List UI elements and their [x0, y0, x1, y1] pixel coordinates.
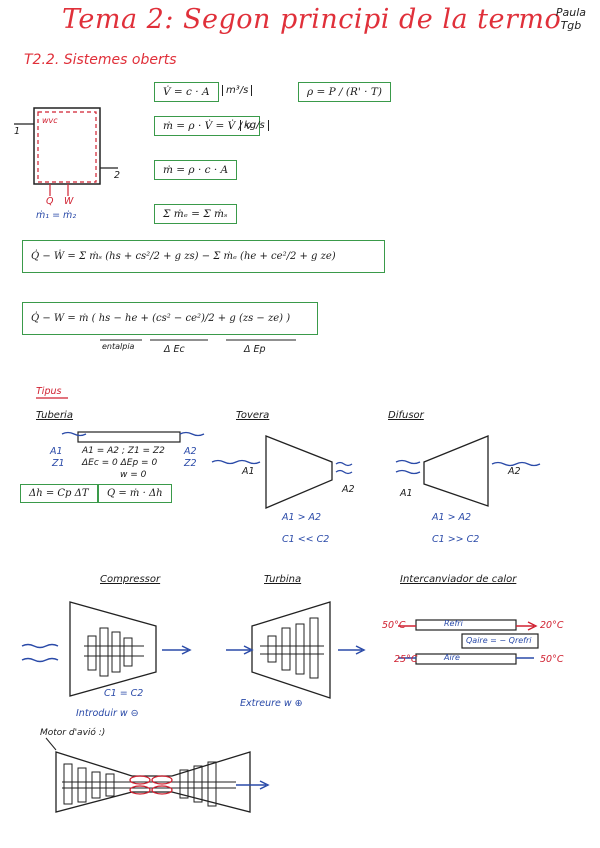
page-title: Tema 2: Segon principi de la termo — [62, 4, 562, 35]
work-label: W — [64, 196, 74, 207]
turbina-heading: Turbina — [264, 574, 302, 585]
tipus-heading: Tipus — [36, 386, 62, 397]
pipe-shape — [77, 431, 181, 443]
compressor-work: Introduir w ⊖ — [76, 708, 139, 719]
tuberia-cond3: w = 0 — [120, 470, 147, 480]
mass-balance-eq: Σ ṁₑ = Σ ṁₛ — [154, 204, 237, 224]
tuberia-z2: Z2 — [184, 458, 197, 469]
section-subtitle: T2.2. Sistemes oberts — [24, 52, 177, 68]
turbina-work: Extreure w ⊕ — [240, 698, 303, 709]
author-code: Tgb — [560, 19, 582, 32]
motor-label: Motor d'avió :) — [40, 728, 106, 738]
tuberia-cond1: A1 = A2 ; Z1 = Z2 — [82, 446, 165, 456]
control-volume — [37, 111, 97, 183]
hx-aire-label: Aire — [444, 653, 460, 662]
vol-flow-eq: V̇ = c · A — [154, 82, 219, 102]
hx-heat-relation: Qaire = − Qrefri — [466, 636, 532, 645]
vol-flow-unit: m³/s — [222, 85, 253, 96]
author-name: Paula — [555, 6, 586, 19]
inlet-label: 1 — [14, 126, 21, 137]
difusor-area-rel: A1 > A2 — [432, 512, 472, 523]
mass-flow-unit: kg/s — [240, 120, 269, 131]
tovera-a1: A1 — [242, 466, 255, 477]
tovera-a2: A2 — [342, 484, 355, 495]
intercanviador-heading: Intercanviador de calor — [400, 574, 517, 585]
diffuser-shape — [423, 435, 489, 507]
nozzle-shape — [265, 435, 333, 509]
tuberia-a2: A2 — [184, 446, 197, 457]
heat-exchanger-top-pipe — [415, 619, 517, 631]
compressor-shape — [69, 601, 157, 697]
system-box — [33, 107, 101, 185]
mass-equality: ṁ₁ = ṁ₂ — [36, 210, 77, 221]
energy-balance-eq: Q̇ − Ẇ = Σ ṁₛ (hs + cs²/2 + g zs) − Σ ṁₑ… — [22, 240, 385, 273]
hx-refri-label: Refri — [444, 619, 463, 628]
energy-balance-simplified-eq: Q̇ − W = ṁ ( hs − he + (cs² − ce²)/2 + g… — [22, 302, 318, 335]
tuberia-cond2: ΔEc = 0 ΔEp = 0 — [82, 458, 158, 468]
mass-flow-eq: ṁ = ρ · V̇ = V̇ / v — [154, 116, 261, 136]
outlet-label: 2 — [114, 170, 121, 181]
tovera-heading: Tovera — [236, 410, 270, 421]
heat-label: Q — [46, 196, 54, 207]
heat-exchanger-bottom-pipe — [415, 653, 517, 665]
entalpia-label: entalpia — [102, 342, 135, 351]
tovera-speed-rel: C1 << C2 — [282, 534, 330, 545]
compressor-speed: C1 = C2 — [104, 688, 144, 699]
turbine-shape — [251, 601, 331, 699]
delta-ep-label: Δ Ep — [244, 344, 266, 355]
difusor-a1: A1 — [400, 488, 413, 499]
delta-ec-label: Δ Ec — [164, 344, 185, 355]
hx-temp-out-hot: 20°C — [540, 620, 564, 631]
difusor-heading: Difusor — [388, 410, 424, 421]
difusor-speed-rel: C1 >> C2 — [432, 534, 480, 545]
tuberia-heading: Tuberia — [36, 410, 73, 421]
hx-temp-in-hot: 50°C — [382, 620, 406, 631]
mass-flow-eq2: ṁ = ρ · c · A — [154, 160, 238, 180]
hx-temp-out-cold: 50°C — [540, 654, 564, 665]
tuberia-dh-eq: Δh = Cp ΔT — [20, 484, 98, 503]
difusor-a2: A2 — [508, 466, 521, 477]
compressor-heading: Compressor — [100, 574, 161, 585]
hx-temp-in-cold: 25°C — [394, 654, 418, 665]
density-eq: ρ = P / (R' · T) — [298, 82, 391, 102]
tuberia-q-eq: Q = ṁ · Δh — [98, 484, 172, 503]
author-tag: Paula Tgb — [556, 6, 586, 32]
tovera-area-rel: A1 > A2 — [282, 512, 322, 523]
wvc-label: wvc — [42, 116, 58, 125]
tuberia-z1: Z1 — [52, 458, 65, 469]
tuberia-a1: A1 — [50, 446, 63, 457]
